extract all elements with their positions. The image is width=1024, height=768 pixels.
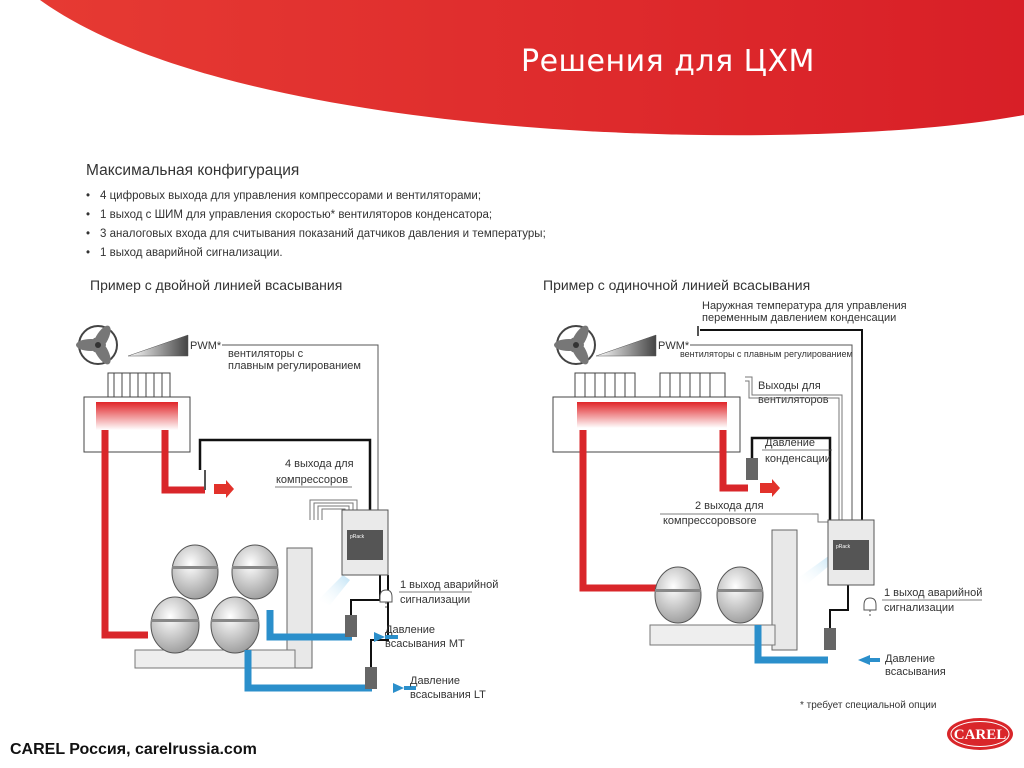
outputs-label-line1: 2 выхода для — [695, 500, 764, 512]
lt-label-line2: всасывания LT — [410, 689, 486, 701]
condensing-label-line1: Давление — [765, 437, 815, 449]
bullet-item: 1 выход с ШИМ для управления скоростью* … — [86, 206, 546, 225]
footer-text: CAREL Россия, carelrussia.com — [10, 741, 257, 758]
receiver-column — [771, 529, 798, 651]
condensing-sensor-line — [750, 436, 832, 520]
discharge-line — [161, 430, 205, 494]
fans-label-line2: плавным регулированием — [228, 360, 361, 372]
outputs-label-line2: компрессоровsore — [663, 515, 757, 527]
fans-label-line1: вентиляторы с — [228, 348, 304, 360]
pwm-label: PWM* — [658, 340, 690, 352]
compressor-rack-base — [134, 649, 296, 669]
alarm-label-line1: 1 выход аварийной — [884, 587, 982, 599]
arrow-mt — [374, 632, 385, 642]
suction-label-line1: Давление — [885, 653, 935, 665]
condenser-unit — [83, 372, 191, 453]
option-note: * требует специальной опции — [800, 699, 936, 711]
pwm-ramp — [127, 334, 189, 357]
alarm-bell-icon — [863, 597, 877, 618]
bullet-item: 4 цифровых выхода для управления компрес… — [86, 187, 546, 206]
liquid-line — [579, 430, 660, 592]
outdoor-label-line2: переменным давлением конденсации — [702, 312, 896, 324]
discharge-line — [719, 430, 748, 492]
outputs-label-line2: компрессоров — [276, 474, 348, 486]
svg-text:pRack: pRack — [836, 544, 851, 550]
mt-label-line1: Давление — [385, 624, 435, 636]
fan-outputs-label-line1: Выходы для — [758, 380, 821, 392]
suction-label-line2: всасывания — [885, 666, 946, 678]
svg-text:pRack: pRack — [350, 534, 365, 540]
title-banner — [40, 0, 1024, 136]
suction-line — [754, 625, 828, 664]
bullet-item: 3 аналоговых входа для считывания показа… — [86, 225, 546, 244]
config-bullet-list: 4 цифровых выхода для управления компрес… — [86, 187, 546, 263]
liquid-line — [101, 430, 148, 639]
compressor — [171, 544, 219, 600]
left-diagram: PWM* вентиляторы с плавным регулирование… — [76, 325, 498, 701]
right-diagram: Наружная температура для управления пере… — [552, 300, 982, 711]
prack-controller: pRack — [827, 519, 875, 586]
compressor — [231, 544, 279, 600]
svg-text:CAREL: CAREL — [954, 727, 1007, 743]
compressor — [210, 596, 260, 654]
arrow-suction — [858, 655, 870, 665]
compressor-rack-base — [649, 624, 776, 646]
compressor — [716, 566, 764, 624]
lt-label-line1: Давление — [410, 675, 460, 687]
config-heading: Максимальная конфигурация — [86, 162, 300, 179]
alarm-label-line2: сигнализации — [884, 602, 954, 614]
sensor-cable-lt — [370, 575, 389, 667]
sensor-cable-mt — [350, 575, 381, 615]
receiver-column — [286, 547, 313, 669]
fan-icon — [76, 325, 118, 365]
alarm-bell-icon — [379, 589, 393, 610]
suction-line-lt — [244, 650, 372, 692]
right-diagram-title: Пример с одиночной линией всасывания — [543, 277, 811, 293]
arrow-lt — [393, 683, 404, 693]
alarm-label-line1: 1 выход аварийной — [400, 579, 498, 591]
pwm-label: PWM* — [190, 340, 222, 352]
compressor — [150, 596, 200, 654]
bullet-item: 1 выход аварийной сигнализации. — [86, 244, 546, 263]
liquid-out-arrow — [214, 480, 234, 498]
liquid-out-arrow — [760, 479, 780, 497]
carel-logo: CAREL — [947, 718, 1013, 750]
fan-icon — [554, 325, 596, 365]
outdoor-label-line1: Наружная температура для управления — [702, 300, 907, 312]
fan-outputs-label-line2: вентиляторов — [758, 394, 829, 406]
mt-label-line2: всасывания MT — [385, 638, 465, 650]
outdoor-sensor-cable — [700, 329, 863, 520]
outputs-label-line1: 4 выхода для — [285, 458, 354, 470]
prack-controller: pRack — [341, 509, 389, 576]
left-diagram-title: Пример с двойной линией всасывания — [90, 277, 343, 293]
pwm-ramp — [595, 334, 657, 357]
alarm-label-line2: сигнализации — [400, 594, 470, 606]
condensing-sensor-line — [198, 438, 372, 510]
fans-label: вентиляторы с плавным регулированием — [680, 349, 853, 359]
suction-line-mt — [266, 610, 352, 641]
condensing-label-line2: конденсации — [765, 453, 831, 465]
compressor — [654, 566, 702, 624]
pwm-signal-line — [222, 344, 379, 510]
slide-title: Решения для ЦХМ — [521, 44, 815, 79]
